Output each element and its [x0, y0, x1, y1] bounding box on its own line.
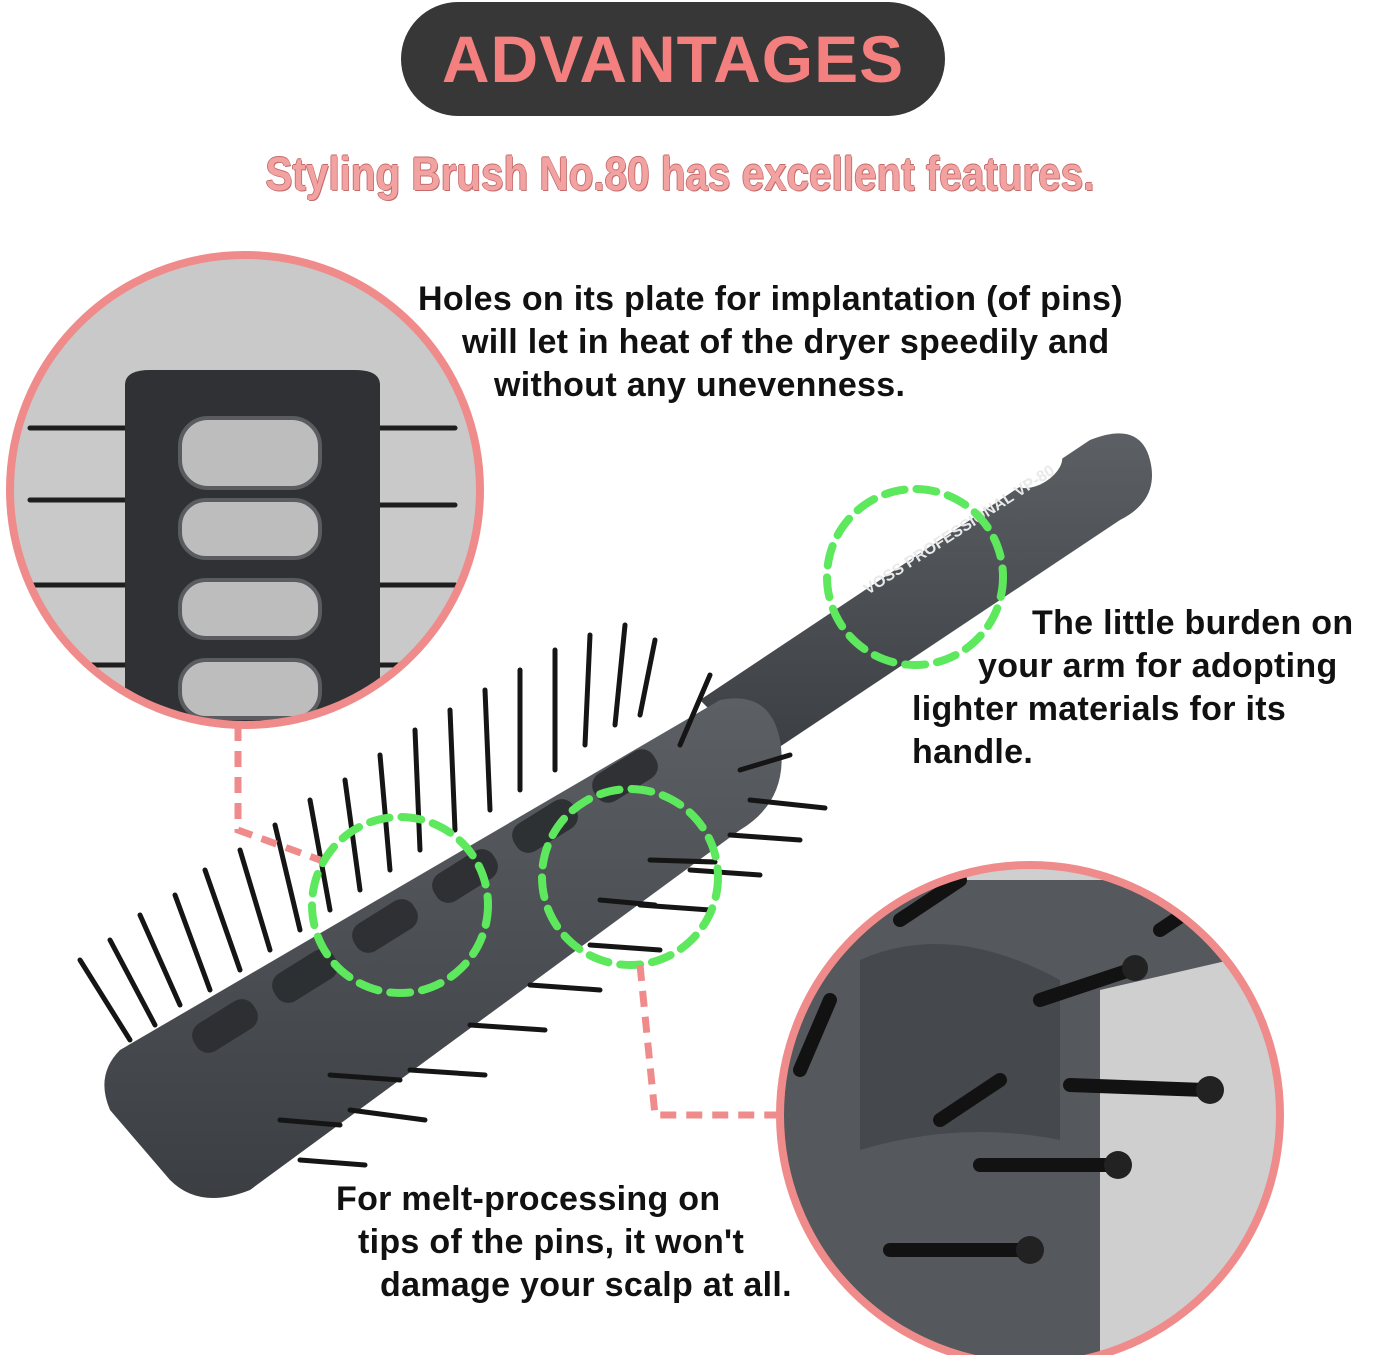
callout-handle: The little burden on your arm for adopti…: [912, 602, 1353, 774]
callout-handle-line-3: lighter materials for its: [912, 690, 1287, 728]
dashed-highlight-circle: [308, 485, 1007, 997]
callout-handle-line-2: your arm for adopting: [978, 647, 1338, 685]
callout-tips-line-1: For melt-processing on: [336, 1180, 721, 1218]
callout-handle-line-1: The little burden on: [1032, 604, 1354, 642]
brush-bristles: [77, 622, 828, 1168]
zoom-circle-pin-tips: [776, 861, 1284, 1355]
callout-tips: For melt-processing on tips of the pins,…: [336, 1178, 792, 1307]
callout-holes-line-3: without any unevenness.: [494, 366, 906, 404]
callout-holes: Holes on its plate for implantation (of …: [418, 278, 1123, 407]
callout-holes-line-2: will let in heat of the dryer speedily a…: [462, 323, 1110, 361]
callout-tips-line-3: damage your scalp at all.: [380, 1266, 792, 1304]
callout-tips-line-2: tips of the pins, it won't: [358, 1223, 745, 1261]
callout-holes-line-1: Holes on its plate for implantation (of …: [418, 280, 1123, 318]
page-subtitle: Styling Brush No.80 has excellent featur…: [265, 147, 1095, 200]
advantages-badge: ADVANTAGES: [401, 2, 945, 116]
brush-handle: [700, 433, 1152, 760]
connector-lines: [234, 725, 780, 1119]
callout-handle-line-4: handle.: [912, 733, 1034, 771]
zoom-circle-plate: [6, 251, 484, 729]
badge-label: ADVANTAGES: [441, 22, 905, 96]
